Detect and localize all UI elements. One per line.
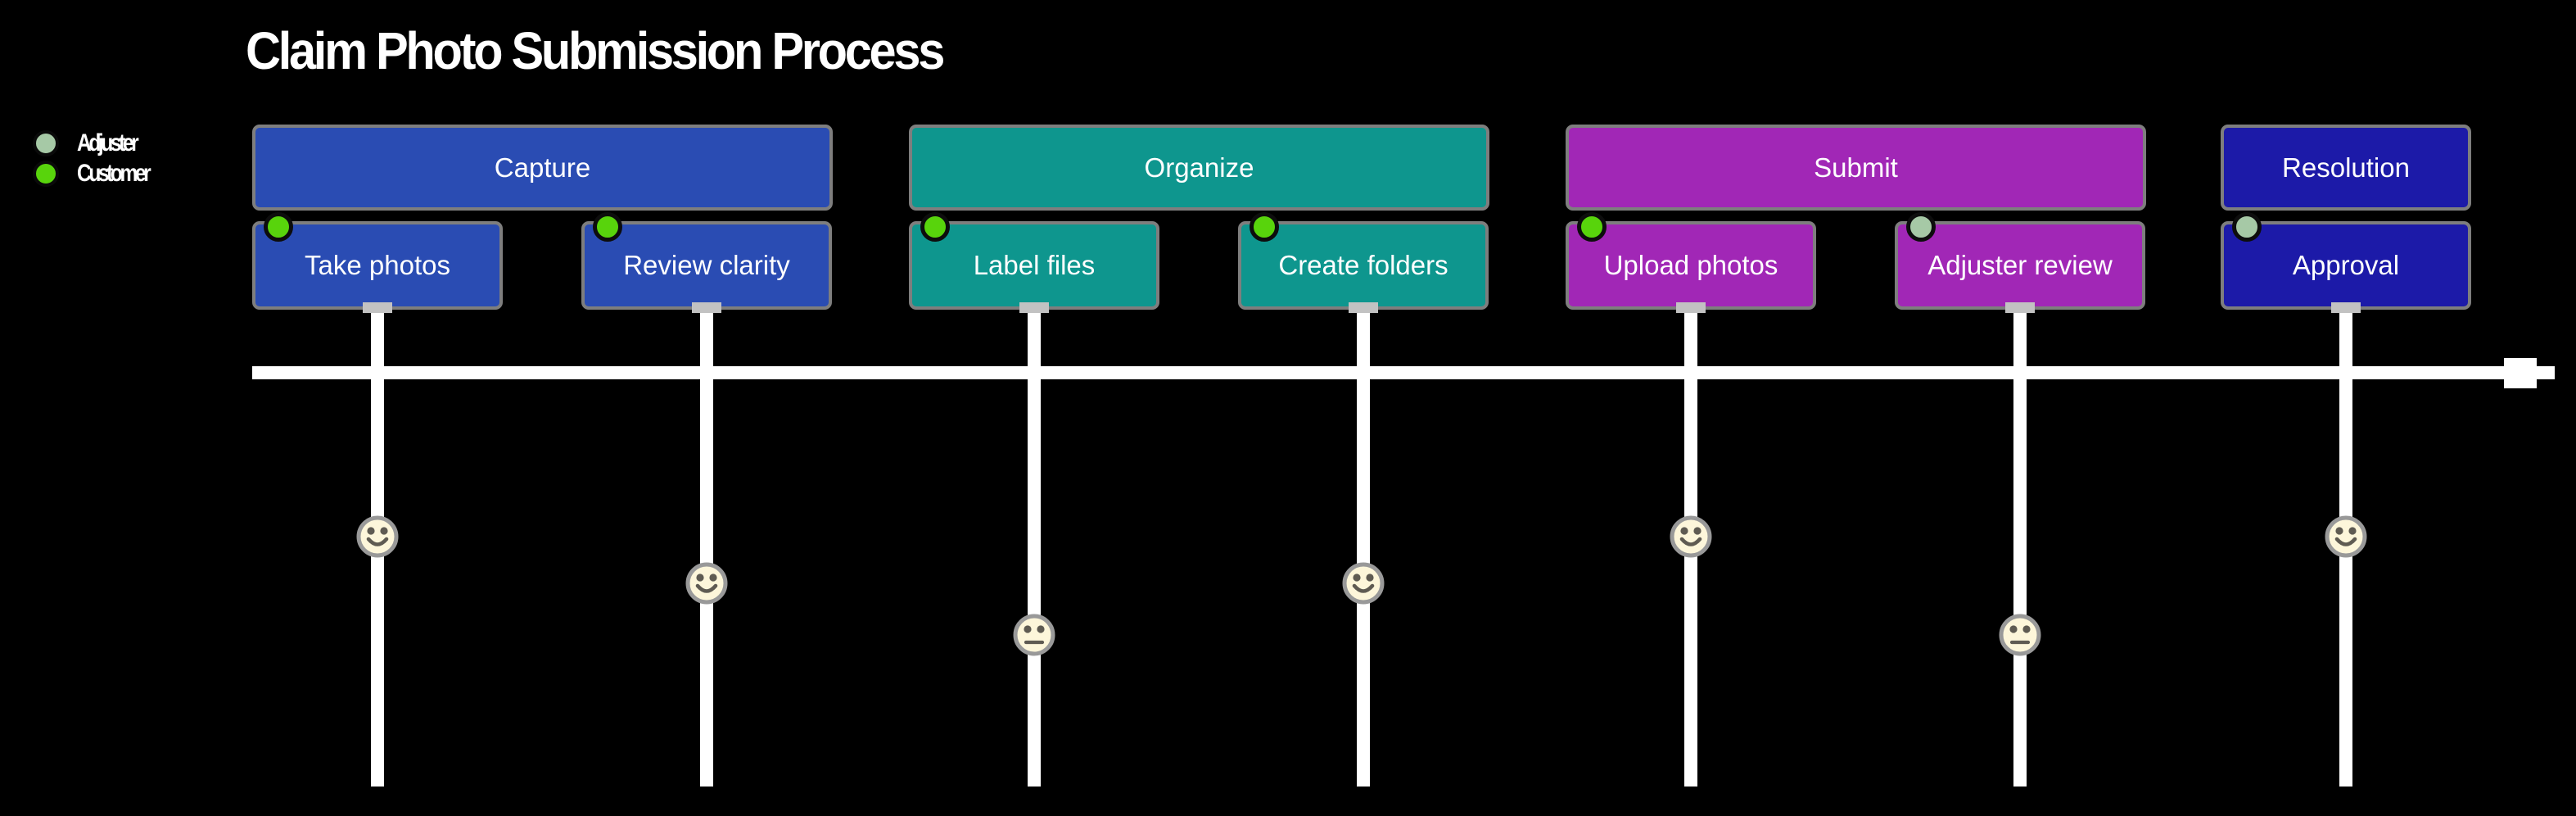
task-label: Upload photos [1603, 250, 1778, 280]
task-connector-notch [1349, 302, 1378, 313]
task-connector-notch [1019, 302, 1049, 313]
happy-face-icon [685, 562, 728, 605]
customer-actor-dot-icon [1250, 212, 1279, 242]
neutral-face-icon [1013, 614, 1055, 656]
journey-line [1357, 310, 1370, 787]
task-create-folders: Create folders [1238, 221, 1489, 310]
task-label: Approval [2292, 250, 2400, 280]
legend-item-adjuster: Adjuster [33, 129, 149, 157]
section-organize: Organize [909, 125, 1489, 211]
adjuster-actor-dot-icon [2232, 212, 2262, 242]
task-connector-notch [1676, 302, 1706, 313]
legend-label: Customer [77, 160, 151, 187]
task-label: Create folders [1278, 250, 1448, 280]
task-label: Adjuster review [1927, 250, 2113, 280]
task-connector-notch [2331, 302, 2361, 313]
task-label-files: Label files [909, 221, 1159, 310]
section-resolution: Resolution [2221, 125, 2471, 211]
section-label: Resolution [2282, 152, 2410, 183]
page-title: Claim Photo Submission Process [246, 18, 995, 84]
task-label: Label files [973, 250, 1096, 280]
section-label: Capture [494, 152, 591, 183]
adjuster-actor-dot-icon [1906, 212, 1936, 242]
task-take-photos: Take photos [252, 221, 503, 310]
timeline-axis [252, 366, 2555, 379]
section-label: Submit [1814, 152, 1898, 183]
timeline-arrowhead-icon [2504, 358, 2537, 388]
journey-line [1028, 310, 1041, 787]
happy-face-icon [2325, 515, 2367, 558]
customer-actor-dot-icon [264, 212, 293, 242]
customer-actor-dot-icon [1577, 212, 1607, 242]
task-connector-notch [363, 302, 392, 313]
task-approval: Approval [2221, 221, 2471, 310]
section-submit: Submit [1566, 125, 2146, 211]
legend-label: Adjuster [77, 129, 139, 156]
page-title-text: Claim Photo Submission Process [246, 21, 945, 80]
neutral-face-icon [1999, 614, 2041, 656]
task-connector-notch [2005, 302, 2035, 313]
happy-face-icon [1342, 562, 1385, 605]
journey-line [700, 310, 713, 787]
adjuster-actor-dot-icon [33, 130, 59, 156]
customer-actor-dot-icon [33, 161, 59, 187]
task-label: Take photos [305, 250, 450, 280]
task-label: Review clarity [623, 250, 790, 280]
journey-line [2013, 310, 2027, 787]
legend-item-customer: Customer [33, 160, 164, 188]
happy-face-icon [1670, 515, 1712, 558]
section-capture: Capture [252, 125, 833, 211]
task-adjuster-review: Adjuster review [1895, 221, 2145, 310]
happy-face-icon [356, 515, 399, 558]
task-connector-notch [692, 302, 721, 313]
task-upload-photos: Upload photos [1566, 221, 1816, 310]
section-label: Organize [1144, 152, 1254, 183]
customer-actor-dot-icon [593, 212, 622, 242]
customer-actor-dot-icon [920, 212, 950, 242]
